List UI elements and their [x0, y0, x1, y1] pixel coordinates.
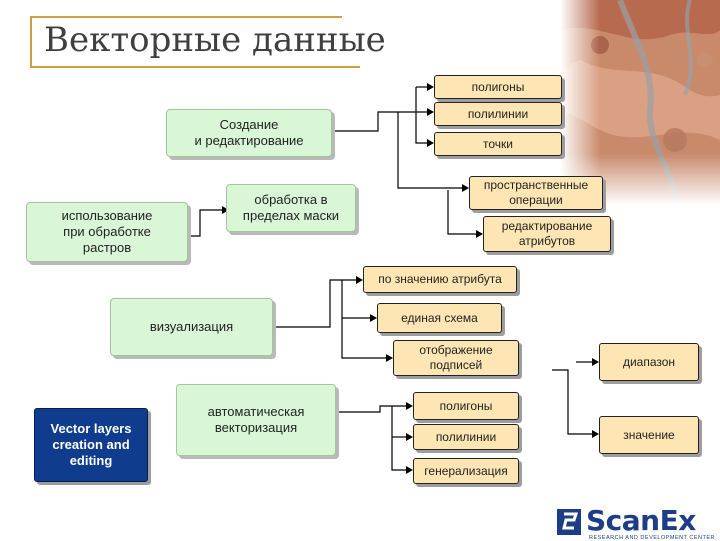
node-polygons: полигоны: [434, 75, 562, 99]
connector-to-labels: [341, 318, 386, 359]
arrowhead-generalization: [406, 466, 413, 474]
connector-spine-vectorization: [391, 406, 406, 471]
node-generalization: генерализация: [413, 458, 519, 484]
node-value: значение: [599, 416, 699, 454]
logo-wordmark: ScanEx: [586, 504, 696, 537]
page-title: Векторные данные: [44, 20, 386, 60]
node-label-display: отображение подписей: [393, 340, 519, 376]
arrowhead-polygons-2: [406, 402, 413, 410]
arrowhead-labels: [386, 354, 393, 362]
arrowhead-range: [592, 358, 599, 366]
node-range: диапазон: [599, 343, 699, 381]
connector-to-attr-edit: [447, 190, 476, 235]
scanex-logo-mark-icon: [557, 509, 581, 535]
node-raster-use: использование при обработке растров: [26, 202, 188, 262]
connector-visualization-to-attr: [273, 279, 356, 328]
arrowhead-polylines-2: [406, 433, 413, 441]
arrowhead-polygons: [427, 83, 434, 91]
node-auto-vectorization: автоматическая векторизация: [176, 384, 336, 456]
arrowhead-mask: [222, 206, 229, 214]
connector-vectorization-to-polygons: [336, 405, 406, 413]
node-attribute-editing: редактирование атрибутов: [483, 216, 611, 252]
connector-labels-to-range: [552, 369, 592, 435]
scanex-logo: ScanEx RESEARCH AND DEVELOPMENT CENTER: [556, 504, 716, 541]
node-polylines: полилинии: [434, 102, 562, 126]
title-frame-top-line: [30, 16, 342, 18]
arrowhead-value: [592, 430, 599, 438]
node-polylines-2: полилинии: [413, 424, 519, 450]
arrowhead-polylines: [427, 108, 434, 116]
node-single-scheme: единая схема: [377, 303, 502, 333]
arrowhead-attr-value: [356, 276, 363, 284]
title-frame-bottom-line: [30, 66, 360, 68]
node-creation-editing: Создание и редактирование: [166, 109, 332, 157]
connector-creation-to-polylines: [332, 111, 427, 132]
node-visualization: визуализация: [110, 298, 273, 356]
title-frame-left-line: [30, 16, 32, 68]
connector-spine-polygons: [415, 87, 427, 144]
arrowhead-single-scheme: [370, 314, 377, 322]
node-polygons-2: полигоны: [413, 392, 519, 420]
satellite-map-image: [560, 0, 720, 205]
node-spatial-operations: пространственные операции: [469, 176, 603, 210]
connector-creation-to-spatial: [397, 112, 462, 189]
node-mask-processing: обработка в пределах маски: [226, 184, 356, 232]
node-vector-layers: Vector layers creation and editing: [34, 408, 148, 482]
logo-tagline: RESEARCH AND DEVELOPMENT CENTER: [589, 535, 716, 541]
connector-raster-to-mask: [188, 209, 222, 237]
arrowhead-spatial: [462, 184, 469, 192]
node-by-attribute-value: по значению атрибута: [363, 266, 517, 293]
arrowhead-points: [427, 139, 434, 147]
node-points: точки: [434, 132, 562, 156]
arrowhead-attr-edit: [476, 230, 483, 238]
